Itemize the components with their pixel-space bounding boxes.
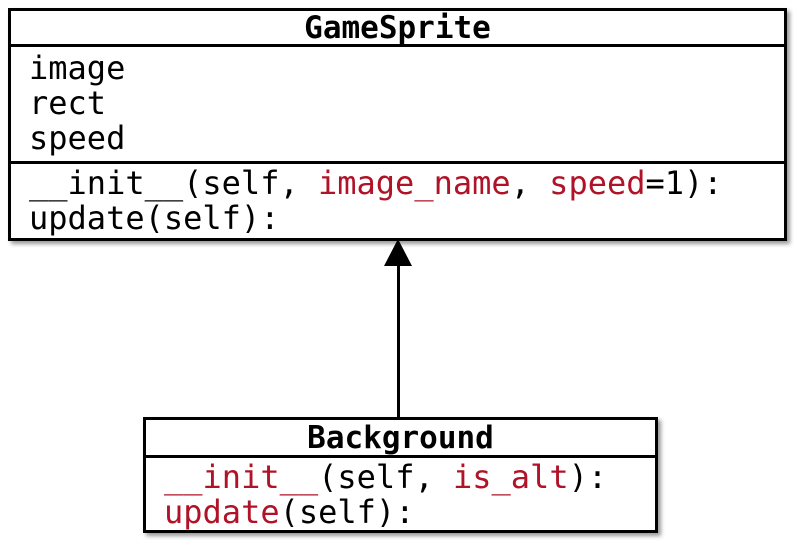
class-box-gamesprite: GameSprite image rect speed __init__(sel… <box>8 8 787 241</box>
method-update-background: update(self): <box>164 493 415 531</box>
attribute-image: image <box>29 49 126 87</box>
class-name-background: Background <box>146 420 655 458</box>
method-init-background: __init__(self, is_alt): <box>164 458 608 496</box>
attribute-speed: speed <box>29 119 126 157</box>
attribute-rect: rect <box>29 84 107 122</box>
attributes-section-gamesprite: image rect speed <box>11 47 784 164</box>
class-box-background: Background __init__(self, is_alt): updat… <box>143 417 658 533</box>
class-name-gamesprite: GameSprite <box>11 10 784 47</box>
methods-section-background: __init__(self, is_alt): update(self): <box>146 458 655 530</box>
methods-section-gamesprite: __init__(self, image_name, speed=1): upd… <box>11 164 784 236</box>
inheritance-arrow-line <box>397 260 400 418</box>
method-init-gamesprite: __init__(self, image_name, speed=1): <box>29 164 723 202</box>
method-update-gamesprite: update(self): <box>29 199 280 237</box>
